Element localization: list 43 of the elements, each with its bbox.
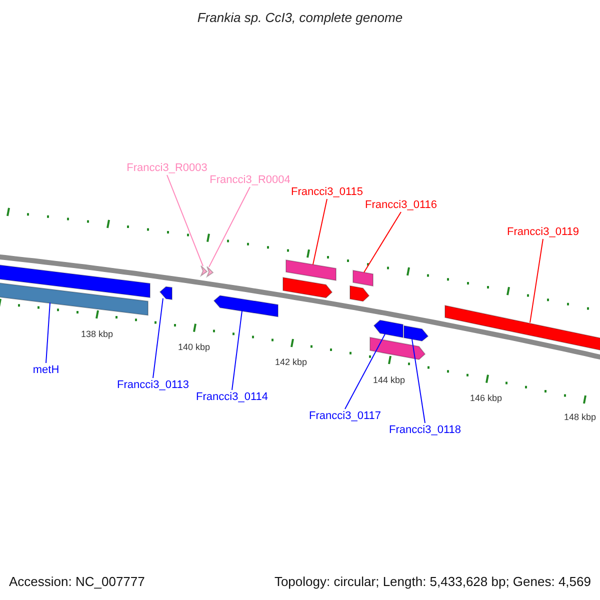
gene-label: Francci3_R0003: [126, 162, 208, 174]
leader-line: [232, 310, 242, 390]
gene-bar: [370, 336, 426, 360]
gene-marker: [200, 265, 208, 278]
leader-line: [208, 186, 250, 268]
leader-line: [312, 198, 328, 265]
gene-label: Francci3_0119: [507, 226, 579, 238]
gene-label: metH: [32, 364, 60, 376]
genome-info-note: Topology: circular; Length: 5,433,628 bp; Genes: 4,569: [274, 574, 591, 590]
gene-label: Francci3_0118: [389, 424, 461, 436]
diagram-title: Frankia sp. CcI3, complete genome: [196, 10, 404, 26]
scale-label: 138 kbp: [80, 329, 114, 339]
gene-bar: [350, 285, 370, 302]
scale-label: 144 kbp: [372, 375, 406, 385]
scale-label: 148 kbp: [564, 412, 596, 422]
gene-marker: [206, 266, 214, 278]
gene-bar: [213, 295, 278, 318]
scale-label: 146 kbp: [470, 393, 502, 403]
gene-bar: [282, 276, 333, 298]
gene-bar: [352, 270, 374, 287]
gene-label: Francci3_0113: [117, 379, 189, 391]
gene-bar: [0, 264, 150, 298]
leader-line: [530, 238, 544, 324]
gene-label: Francci3_0114: [196, 391, 268, 403]
leader-line: [344, 334, 386, 410]
leader-line: [152, 298, 164, 378]
gene-bar: [444, 304, 600, 352]
scale-label: 140 kbp: [178, 342, 210, 352]
gene-bar: [286, 259, 336, 281]
leader-line: [412, 338, 426, 424]
leader-line: [46, 302, 50, 364]
accession-note: Accession: NC_007777: [9, 574, 145, 590]
gene-label: Francci3_0117: [309, 410, 381, 422]
gene-label: Francci3_R0004: [210, 174, 290, 186]
gene-label: Francci3_0115: [291, 186, 363, 198]
scale-label: 142 kbp: [274, 357, 308, 367]
leader-line: [166, 174, 204, 267]
gene-label: Francci3_0116: [365, 199, 437, 211]
gene-bar: [0, 282, 148, 316]
gene-bar: [159, 286, 172, 300]
leader-line: [364, 212, 402, 273]
gene-bar: [404, 325, 429, 342]
gene-bar: [373, 320, 404, 338]
